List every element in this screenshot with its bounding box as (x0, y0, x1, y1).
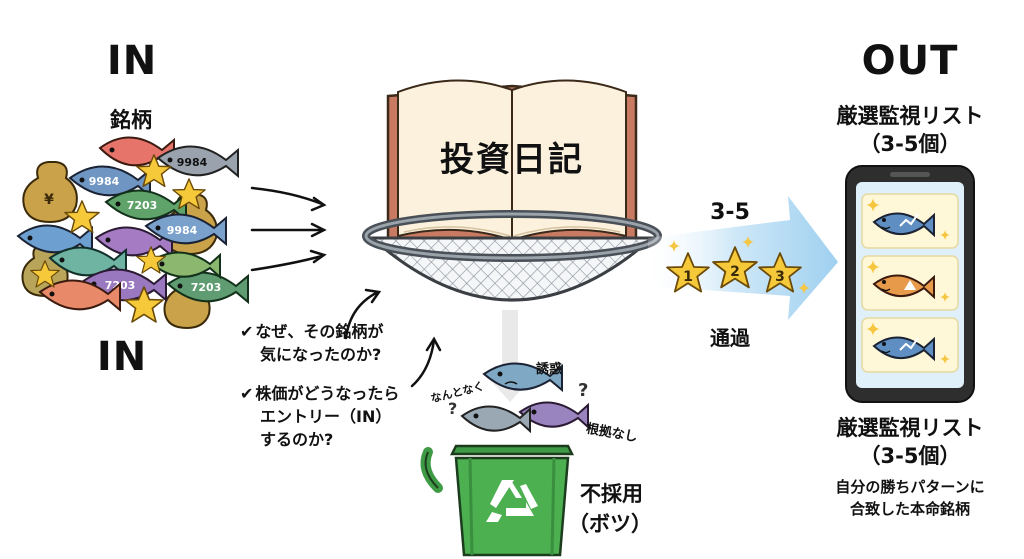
watchlist-card (861, 317, 959, 373)
rejected-fish-icon (482, 362, 563, 393)
question-line: エントリー（IN） (260, 407, 392, 426)
arrow-head-icon (425, 336, 442, 352)
pass-count: 3-5 (710, 200, 750, 225)
book-title: 投資日記 (440, 140, 584, 180)
svg-text:¥: ¥ (44, 192, 54, 208)
pass-star-number: 2 (730, 264, 740, 280)
out-count-bottom: （3-5個） (859, 444, 961, 468)
rejected-tag-top: 誘惑 (536, 362, 563, 377)
out-title: 厳選監視リスト (836, 104, 984, 128)
stock-code-label: 9984 (177, 156, 208, 169)
question-arrows (344, 288, 442, 388)
in-bottom-label: IN (96, 334, 148, 380)
out-desc-line2: 合致した本命銘柄 (849, 500, 970, 518)
question-line: なぜ、その銘柄が (255, 322, 384, 341)
stock-code-label: 7203 (127, 199, 158, 212)
question-mark-icon: ? (448, 399, 457, 418)
input-arrows (250, 186, 327, 272)
check-icon: ✔ (240, 322, 254, 341)
arrow-head-icon (364, 288, 382, 304)
curved-arrow-icon (410, 338, 436, 388)
question-line: 気になったのか? (260, 345, 382, 364)
stock-code-label: 9984 (167, 224, 198, 237)
diary-book-icon (386, 79, 638, 250)
pass-star-number: 3 (775, 269, 785, 285)
money-bag-icon: ¥ (22, 161, 78, 224)
in-top-label: IN (106, 38, 158, 84)
fish-icon (68, 165, 151, 199)
recycle-bin-icon (420, 444, 575, 557)
out-title-bottom: 厳選監視リスト (836, 416, 984, 440)
pass-star-number: 1 (683, 269, 693, 285)
out-count: （3-5個） (859, 132, 961, 156)
curved-arrow-icon (344, 290, 380, 340)
rejected-fish-icon (518, 401, 589, 430)
rejected-fish-icon (460, 405, 531, 434)
arrow-head-icon (309, 249, 327, 264)
stocks-label: 銘柄 (110, 108, 152, 132)
arrow-icon (250, 186, 324, 206)
arrow-head-icon (310, 222, 327, 238)
fish-icon (156, 145, 239, 179)
arrow-icon (250, 254, 324, 272)
question-mark-icon: ? (578, 380, 588, 401)
arrow-head-icon (310, 196, 327, 212)
watchlist-card (861, 193, 959, 249)
fish-icon (38, 279, 121, 313)
check-icon: ✔ (240, 384, 254, 403)
falling-indicator (492, 310, 528, 402)
watchlist-card (861, 255, 959, 311)
stock-pile: ¥ ¥ ¥ 9984 9984 (16, 136, 249, 330)
fish-icon (48, 246, 127, 279)
question-item: ✔なぜ、その銘柄が 気になったのか? (240, 320, 383, 366)
out-desc-line1: 自分の勝ちパターンに (835, 478, 985, 496)
question-line: するのか? (260, 430, 334, 449)
question-line: 株価がどうなったら (255, 384, 400, 403)
fish-icon (104, 189, 187, 223)
stock-code-label: 9984 (89, 175, 120, 188)
fish-icon (16, 224, 93, 257)
pass-label: 通過 (710, 326, 750, 350)
fish-icon (144, 213, 227, 247)
sieve-icon (362, 210, 662, 302)
reject-label: 不採用 (580, 482, 643, 506)
reject-sub-label: （ボツ） (568, 512, 652, 536)
out-label: OUT (861, 38, 959, 84)
stock-code-label: 7203 (191, 281, 222, 294)
fish-icon (148, 251, 221, 280)
recycle-symbol-icon (486, 480, 538, 522)
fish-icon (94, 226, 173, 259)
question-item: ✔株価がどうなったら エントリー（IN） するのか? (240, 382, 399, 451)
